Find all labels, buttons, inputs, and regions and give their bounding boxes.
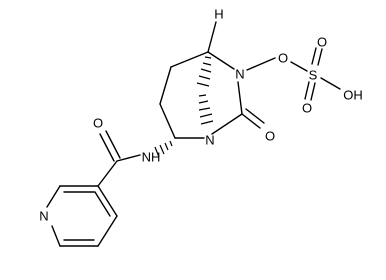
bond-c3-c2: [159, 103, 176, 139]
bond-s-o-top-1: [311, 47, 317, 65]
bond-c4-c3: [159, 66, 172, 105]
atom-label-o-amide: O: [93, 116, 103, 131]
bond-n6-o: [246, 57, 276, 71]
atom-label-n1: N: [205, 133, 214, 148]
pyridine-ring: [46, 185, 118, 247]
bond-s-o-bottom-1: [304, 81, 310, 100]
bicyclic-core-bonds: [159, 21, 265, 139]
atom-label-n-pyridine: N: [39, 209, 48, 224]
bridge-hashed-bonds: [196, 56, 214, 125]
bond-c7-o-1: [241, 113, 261, 129]
bond-camide-o-1: [99, 133, 115, 162]
bond-s-o-top-2: [317, 48, 323, 66]
bond-nh-camide: [116, 154, 141, 162]
stereo-hash-c2-nh: [154, 140, 173, 158]
atom-label-o-s-bottom: O: [302, 101, 312, 116]
sulfate-bonds: [246, 47, 341, 101]
bond-c7-o-2: [245, 108, 265, 124]
atom-label-n6: N: [235, 67, 244, 82]
atom-label-nh: NH: [142, 150, 161, 165]
atom-label-h: H: [214, 7, 223, 22]
atom-label-o-link: O: [278, 51, 288, 66]
bond-s-oh: [320, 77, 341, 90]
atom-label-o-s-top: O: [317, 35, 327, 50]
bond-s-o-bottom-2: [310, 82, 316, 101]
bond-c5-n6: [207, 51, 235, 70]
amide-bonds: [97, 130, 141, 187]
bond-c5-c4: [170, 51, 209, 68]
atom-label-oh: OH: [343, 88, 363, 103]
bond-c7-n1: [211, 113, 243, 135]
atom-label-s: S: [309, 68, 318, 83]
bond-o-s: [290, 61, 308, 72]
bond-camide-pyr: [97, 160, 118, 187]
atom-label-o-urea: O: [265, 129, 275, 144]
bond-n6-c7: [237, 81, 243, 115]
bond-c5-h: [207, 21, 217, 53]
atom-labels: H N O S O O OH O N NH O N: [39, 7, 362, 224]
bond-camide-o-2: [105, 130, 121, 159]
